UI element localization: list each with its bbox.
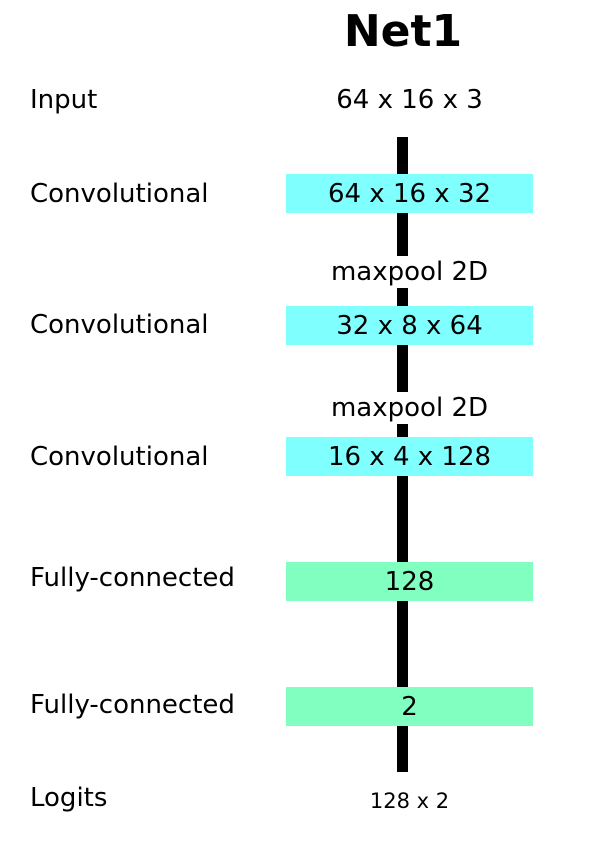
fc2-label: Fully-connected (30, 690, 235, 720)
maxpool2-label: maxpool 2D (318, 392, 501, 424)
diagram-title: Net1 (343, 6, 463, 57)
conv2-box: 32 x 8 x 64 (286, 306, 533, 345)
logits-label: Logits (30, 783, 108, 813)
conv3-shape: 16 x 4 x 128 (327, 441, 492, 472)
fc1-label: Fully-connected (30, 563, 235, 593)
fc2-shape: 2 (401, 691, 418, 722)
conv2-label: Convolutional (30, 310, 209, 340)
logits-shape: 128 x 2 (369, 789, 450, 813)
conv1-shape: 64 x 16 x 32 (327, 178, 492, 209)
conv1-box: 64 x 16 x 32 (286, 174, 533, 213)
conv2-shape: 32 x 8 x 64 (336, 310, 483, 341)
input-shape: 64 x 16 x 3 (336, 85, 483, 115)
conv1-label: Convolutional (30, 179, 209, 209)
fc1-shape: 128 (384, 566, 435, 597)
fc1-box: 128 (286, 562, 533, 601)
conv3-label: Convolutional (30, 442, 209, 472)
conv3-box: 16 x 4 x 128 (286, 437, 533, 476)
input-label: Input (30, 85, 98, 115)
fc2-box: 2 (286, 687, 533, 726)
maxpool1-label: maxpool 2D (318, 256, 501, 288)
